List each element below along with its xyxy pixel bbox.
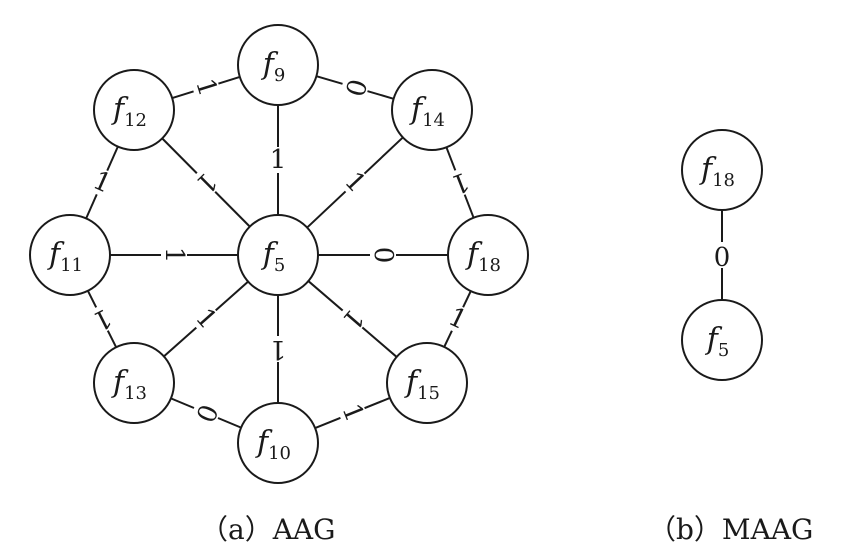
edge-f11-f13: 1 [86, 290, 118, 348]
edge-label-background [713, 242, 731, 268]
node-f14: f14 [391, 69, 473, 151]
node-f12: f12 [93, 69, 175, 151]
node-circle [237, 24, 319, 106]
node-circle [447, 214, 529, 296]
node-f13: f13 [93, 342, 175, 424]
node-label-subscript: 5 [274, 255, 285, 276]
edge-label-background [269, 147, 287, 173]
node-circle [93, 69, 175, 151]
node-label-subscript: 12 [124, 110, 147, 131]
node-label-subscript: 13 [124, 383, 147, 404]
node-circle [237, 402, 319, 484]
edge-f5-f15: 1 [307, 280, 398, 358]
edge-weight-label: 0 [368, 247, 398, 264]
node-label-subscript: 15 [417, 383, 440, 404]
edge-weight-label: 1 [270, 334, 287, 364]
edge-weight-label: 1 [189, 75, 223, 100]
edge-label-background [443, 303, 472, 335]
edge-label-background [161, 246, 187, 264]
node-m5: f5 [681, 299, 763, 381]
node-f5: f5 [237, 214, 319, 296]
node-label-subscript: 14 [422, 110, 445, 131]
node-label-subscript: 10 [268, 443, 291, 464]
node-circle [386, 342, 468, 424]
edge-f10-f15: 1 [314, 397, 391, 429]
node-f15: f15 [386, 342, 468, 424]
caption-aag: （a）AAG [200, 513, 336, 546]
node-f18: f18 [447, 214, 529, 296]
edge-f12-f11: 1 [85, 146, 119, 219]
edge-f5-f11: 1 [110, 246, 238, 264]
edge-label-background [446, 167, 474, 198]
node-f10: f10 [237, 402, 319, 484]
edge-f14-f18: 1 [445, 146, 475, 219]
edge-f5-f9: 1 [269, 105, 287, 215]
node-circle [29, 214, 111, 296]
node-circle [237, 214, 319, 296]
edge-f5-f14: 1 [306, 136, 404, 229]
edge-label-background [337, 399, 368, 427]
edge-label-background [336, 303, 369, 335]
node-circle [391, 69, 473, 151]
edge-f5-f10: 1 [269, 295, 287, 403]
node-label-subscript: 5 [718, 340, 729, 361]
edge-f13-f10: 0 [170, 397, 242, 429]
node-circle [681, 129, 763, 211]
edge-weight-label: 0 [338, 75, 371, 99]
edge-weight-label: 1 [159, 247, 189, 264]
edge-label-background [190, 166, 222, 199]
edge-label-background [339, 75, 371, 100]
edge-f18-f15: 1 [443, 290, 472, 348]
edge-weight-label: 0 [714, 240, 731, 270]
node-label-subscript: 18 [478, 255, 501, 276]
node-m18: f18 [681, 129, 763, 211]
node-label-subscript: 11 [60, 255, 83, 276]
edge-label-background [339, 167, 371, 198]
edge-label-background [190, 75, 222, 100]
edge-label-background [88, 166, 116, 199]
node-circle [681, 299, 763, 381]
edge-label-background [88, 303, 116, 335]
edge-weight-label: 1 [270, 145, 287, 175]
edge-m18-m5: 0 [713, 210, 731, 300]
edge-label-background [190, 303, 222, 335]
node-f11: f11 [29, 214, 111, 296]
edge-f12-f9: 1 [171, 75, 241, 100]
edge-label-background [190, 399, 222, 427]
edge-label-background [269, 336, 287, 362]
edge-f5-f13: 1 [163, 280, 249, 358]
edge-f5-f12: 1 [161, 137, 251, 228]
edge-f5-f18: 0 [318, 246, 448, 264]
node-circle [93, 342, 175, 424]
caption-maag: （b）MAAG [648, 513, 814, 546]
edge-f9-f14: 0 [316, 75, 394, 100]
edge-label-background [370, 246, 396, 264]
node-label-subscript: 18 [712, 170, 735, 191]
node-f9: f9 [237, 24, 319, 106]
node-label-subscript: 9 [274, 65, 285, 86]
